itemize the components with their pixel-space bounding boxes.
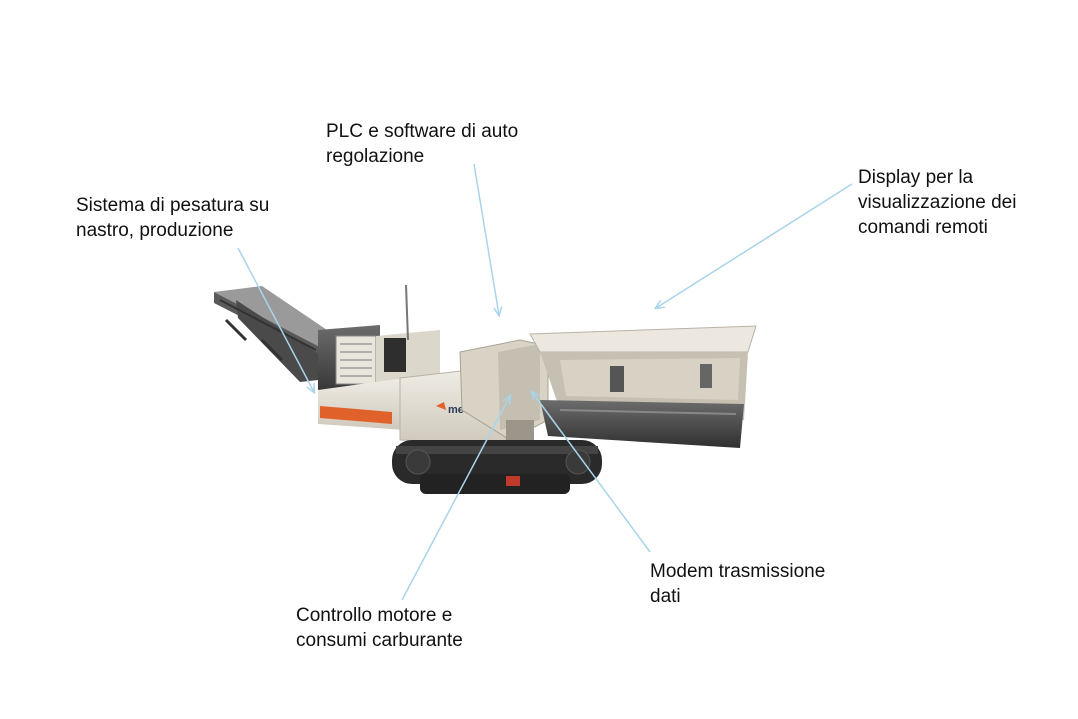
label-line: nastro, produzione [76,220,234,241]
label-line: comandi remoti [858,217,988,238]
leader-weighing [237,247,314,392]
label-weighing-system: Sistema di pesatura su nastro, produzion… [76,193,269,243]
label-line: visualizzazione dei [858,192,1017,213]
label-line: PLC e software di auto [326,121,519,142]
jaw-crusher [459,339,549,441]
leader-lines [237,163,853,601]
label-line: Modem trasmissione [650,561,826,582]
leader-modem [532,392,651,553]
leader-display [656,183,853,308]
label-modem: Modem trasmissione dati [650,559,825,609]
label-line: dati [650,586,681,607]
label-line: regolazione [326,146,425,167]
label-display: Display per la visualizzazione dei coman… [858,165,1016,240]
label-plc-software: PLC e software di auto regolazione [326,119,518,169]
label-line: Controllo motore e [296,605,453,626]
crawler-tracks [392,440,602,494]
label-line: Sistema di pesatura su [76,195,270,216]
label-line: consumi carburante [296,630,463,651]
conveyor-belt [214,286,330,382]
leader-plc [473,163,499,315]
leader-engine [401,396,510,601]
feeder-hopper [529,325,757,448]
label-engine-control: Controllo motore e consumi carburante [296,603,463,653]
engine-enclosure [318,284,507,445]
label-line: Display per la [858,167,974,188]
